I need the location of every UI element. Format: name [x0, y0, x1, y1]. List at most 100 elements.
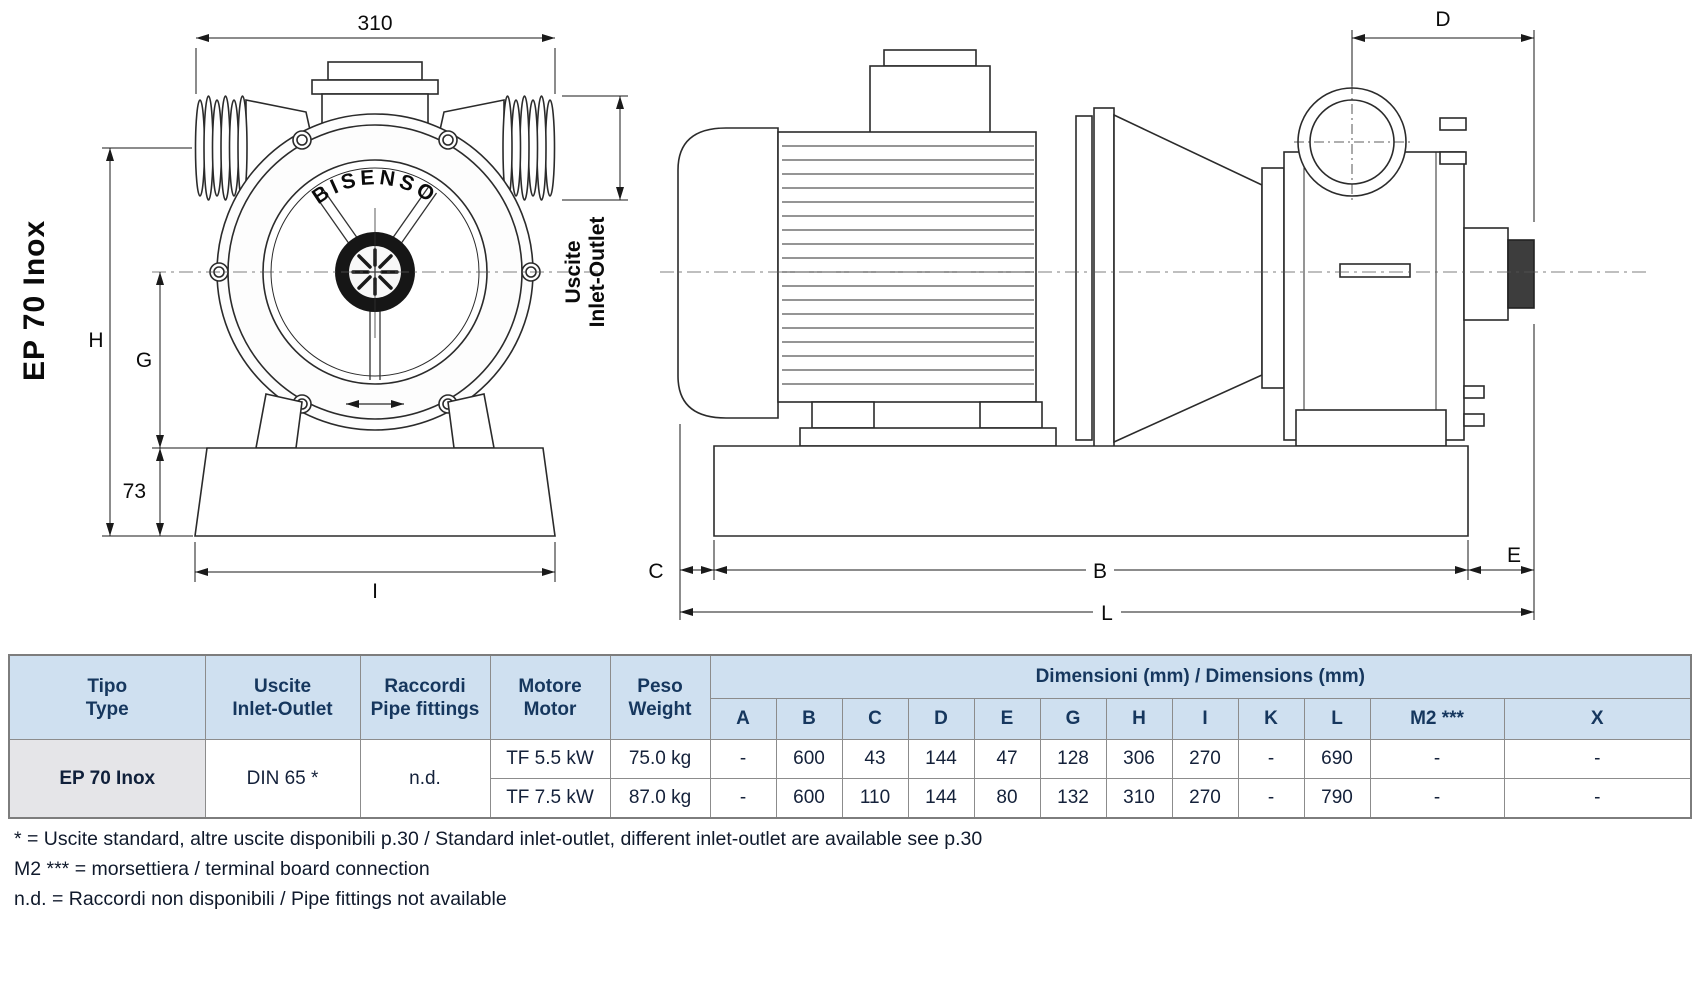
cell-dim: 47	[973, 739, 1041, 779]
footnote-line: n.d. = Raccordi non disponibili / Pipe f…	[14, 888, 507, 910]
dim-e-label: E	[1507, 544, 1521, 567]
dim-uscite-label-1: Uscite	[562, 240, 585, 303]
dim-i-label: I	[372, 580, 378, 603]
header-line: Type	[85, 698, 129, 720]
left-hose-fitting	[194, 95, 248, 201]
cell-dim: 600	[775, 739, 843, 779]
side-dimensions	[679, 30, 1535, 620]
cell-dim: 144	[907, 739, 975, 779]
cell-inlet-outlet: DIN 65 *	[204, 739, 361, 819]
dim-col-header: C	[841, 698, 909, 740]
header-line: Pipe fittings	[370, 698, 480, 720]
motor-feet	[799, 401, 1057, 447]
dim-col-header: K	[1237, 698, 1305, 740]
flange-plate-1	[1075, 115, 1093, 441]
cell-weight: 87.0 kg	[609, 778, 711, 819]
table-row: TF 7.5 kW 87.0 kg - 600 110 144 80 132 3…	[9, 778, 1692, 819]
stud-bolts	[1339, 117, 1485, 427]
flange-plate-2	[1093, 107, 1115, 449]
col-header-inlet-outlet: Uscite Inlet-Outlet	[204, 654, 361, 740]
cell-dim: 132	[1039, 778, 1107, 819]
cell-dim: 306	[1105, 739, 1173, 779]
dim-d-label: D	[1435, 8, 1450, 31]
cell-dim: 110	[841, 778, 909, 819]
col-header-weight: Peso Weight	[609, 654, 711, 740]
cell-dim: 128	[1039, 739, 1107, 779]
motor-fins	[782, 145, 1034, 385]
col-header-type: Tipo Type	[8, 654, 206, 740]
cell-dim: -	[1503, 778, 1692, 819]
cell-dim: -	[709, 778, 777, 819]
cell-pipe-fittings: n.d.	[359, 739, 491, 819]
cell-dim: 144	[907, 778, 975, 819]
outlet-stub	[1463, 227, 1535, 321]
dim-col-header: B	[775, 698, 843, 740]
footnote-line: M2 *** = morsettiera / terminal board co…	[14, 858, 430, 880]
dim-h-label: H	[88, 329, 103, 352]
front-dimensions	[102, 34, 628, 582]
dim-c-label: C	[648, 560, 663, 583]
cell-motor: TF 5.5 kW	[489, 739, 611, 779]
dim-b-label: B	[1093, 560, 1107, 583]
fan-cover	[677, 127, 779, 419]
cell-dim: 43	[841, 739, 909, 779]
col-header-motor: Motore Motor	[489, 654, 611, 740]
header-line: Tipo	[87, 675, 128, 697]
cell-dim: -	[1237, 778, 1305, 819]
header-line: Motor	[523, 698, 577, 720]
front-view-drawing: BISENSO 310 H G 73 I Uscite Inlet-Outle	[88, 12, 628, 603]
cell-dim: 270	[1171, 778, 1239, 819]
terminal-box	[869, 49, 991, 137]
cell-dim: -	[1503, 739, 1692, 779]
col-header-pipe-fittings: Raccordi Pipe fittings	[359, 654, 491, 740]
cell-dim: -	[1369, 778, 1505, 819]
pump-side-body	[660, 49, 1650, 537]
dim-col-header: I	[1171, 698, 1239, 740]
dim-col-header: M2 ***	[1369, 698, 1505, 740]
cell-dim: 690	[1303, 739, 1371, 779]
cell-dim: 270	[1171, 739, 1239, 779]
cell-dim: -	[1237, 739, 1305, 779]
cone-adapter	[1113, 113, 1263, 444]
cell-dim: 790	[1303, 778, 1371, 819]
dim-col-header: D	[907, 698, 975, 740]
cell-dim: 310	[1105, 778, 1173, 819]
side-view-drawing: D C B E L	[648, 8, 1650, 625]
dim-uscite-label-2: Inlet-Outlet	[586, 217, 609, 328]
cell-weight: 75.0 kg	[609, 739, 711, 779]
dim-73-label: 73	[123, 480, 146, 503]
footnotes: * = Uscite standard, altre uscite dispon…	[14, 824, 982, 914]
header-line: Peso	[637, 675, 683, 697]
footnote-line: * = Uscite standard, altre uscite dispon…	[14, 828, 983, 850]
pump-backplate	[1261, 167, 1285, 389]
base-block	[194, 447, 556, 537]
spec-table: Tipo Type Uscite Inlet-Outlet Raccordi P…	[8, 654, 1692, 819]
header-line: Motore	[518, 675, 582, 697]
motor-body	[777, 131, 1037, 403]
base-plate	[713, 445, 1469, 537]
cell-dim: 600	[775, 778, 843, 819]
spec-table-section: Tipo Type Uscite Inlet-Outlet Raccordi P…	[8, 654, 1692, 819]
right-hose-fitting	[502, 95, 556, 201]
dim-310-label: 310	[357, 12, 392, 35]
cell-dim: -	[709, 739, 777, 779]
dim-col-header: E	[973, 698, 1041, 740]
top-inlet-port	[1294, 84, 1410, 200]
pedestal	[194, 393, 556, 537]
cell-dim: -	[1369, 739, 1505, 779]
pump-pedestal	[1295, 409, 1447, 447]
dim-col-header: L	[1303, 698, 1371, 740]
dim-col-header: X	[1503, 698, 1692, 740]
pump-front-body	[152, 61, 598, 537]
header-line: Uscite	[253, 675, 312, 697]
dim-l-label: L	[1101, 602, 1113, 625]
dim-col-header: G	[1039, 698, 1107, 740]
header-line: Raccordi	[384, 675, 466, 697]
cell-dim: 80	[973, 778, 1041, 819]
table-row: EP 70 Inox DIN 65 * n.d. TF 5.5 kW 75.0 …	[8, 739, 1692, 819]
cell-motor: TF 7.5 kW	[489, 778, 611, 819]
col-header-dimensions: Dimensioni (mm) / Dimensions (mm)	[709, 654, 1692, 699]
pump-head	[1283, 151, 1465, 441]
dim-col-header: A	[709, 698, 777, 740]
